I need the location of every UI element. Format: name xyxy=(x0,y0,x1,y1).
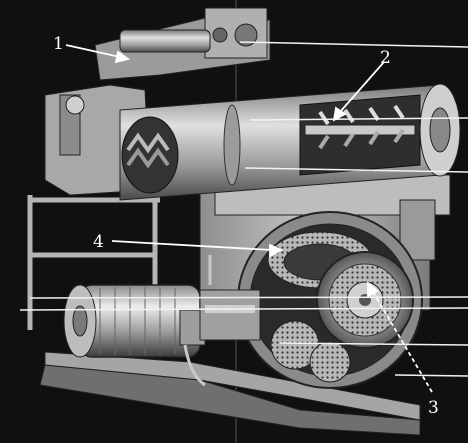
scan-streaks xyxy=(19,41,468,377)
leader-4 xyxy=(111,240,284,258)
screw-conveyor xyxy=(121,116,179,194)
conditioner-paddles xyxy=(299,94,421,176)
base-plate xyxy=(39,351,421,436)
callout-leaders xyxy=(65,44,433,393)
callout-label-4: 4 xyxy=(93,232,104,252)
callout-label-1: 1 xyxy=(53,34,64,54)
piping xyxy=(183,255,212,387)
press-rollers xyxy=(270,251,414,383)
callout-label-2: 2 xyxy=(380,48,391,68)
callout-label-3: 3 xyxy=(428,398,439,418)
leader-1 xyxy=(65,44,131,64)
support-frame xyxy=(27,195,160,330)
leader-2 xyxy=(332,61,385,122)
top-gearbox xyxy=(94,7,271,81)
leader-3 xyxy=(367,280,433,393)
